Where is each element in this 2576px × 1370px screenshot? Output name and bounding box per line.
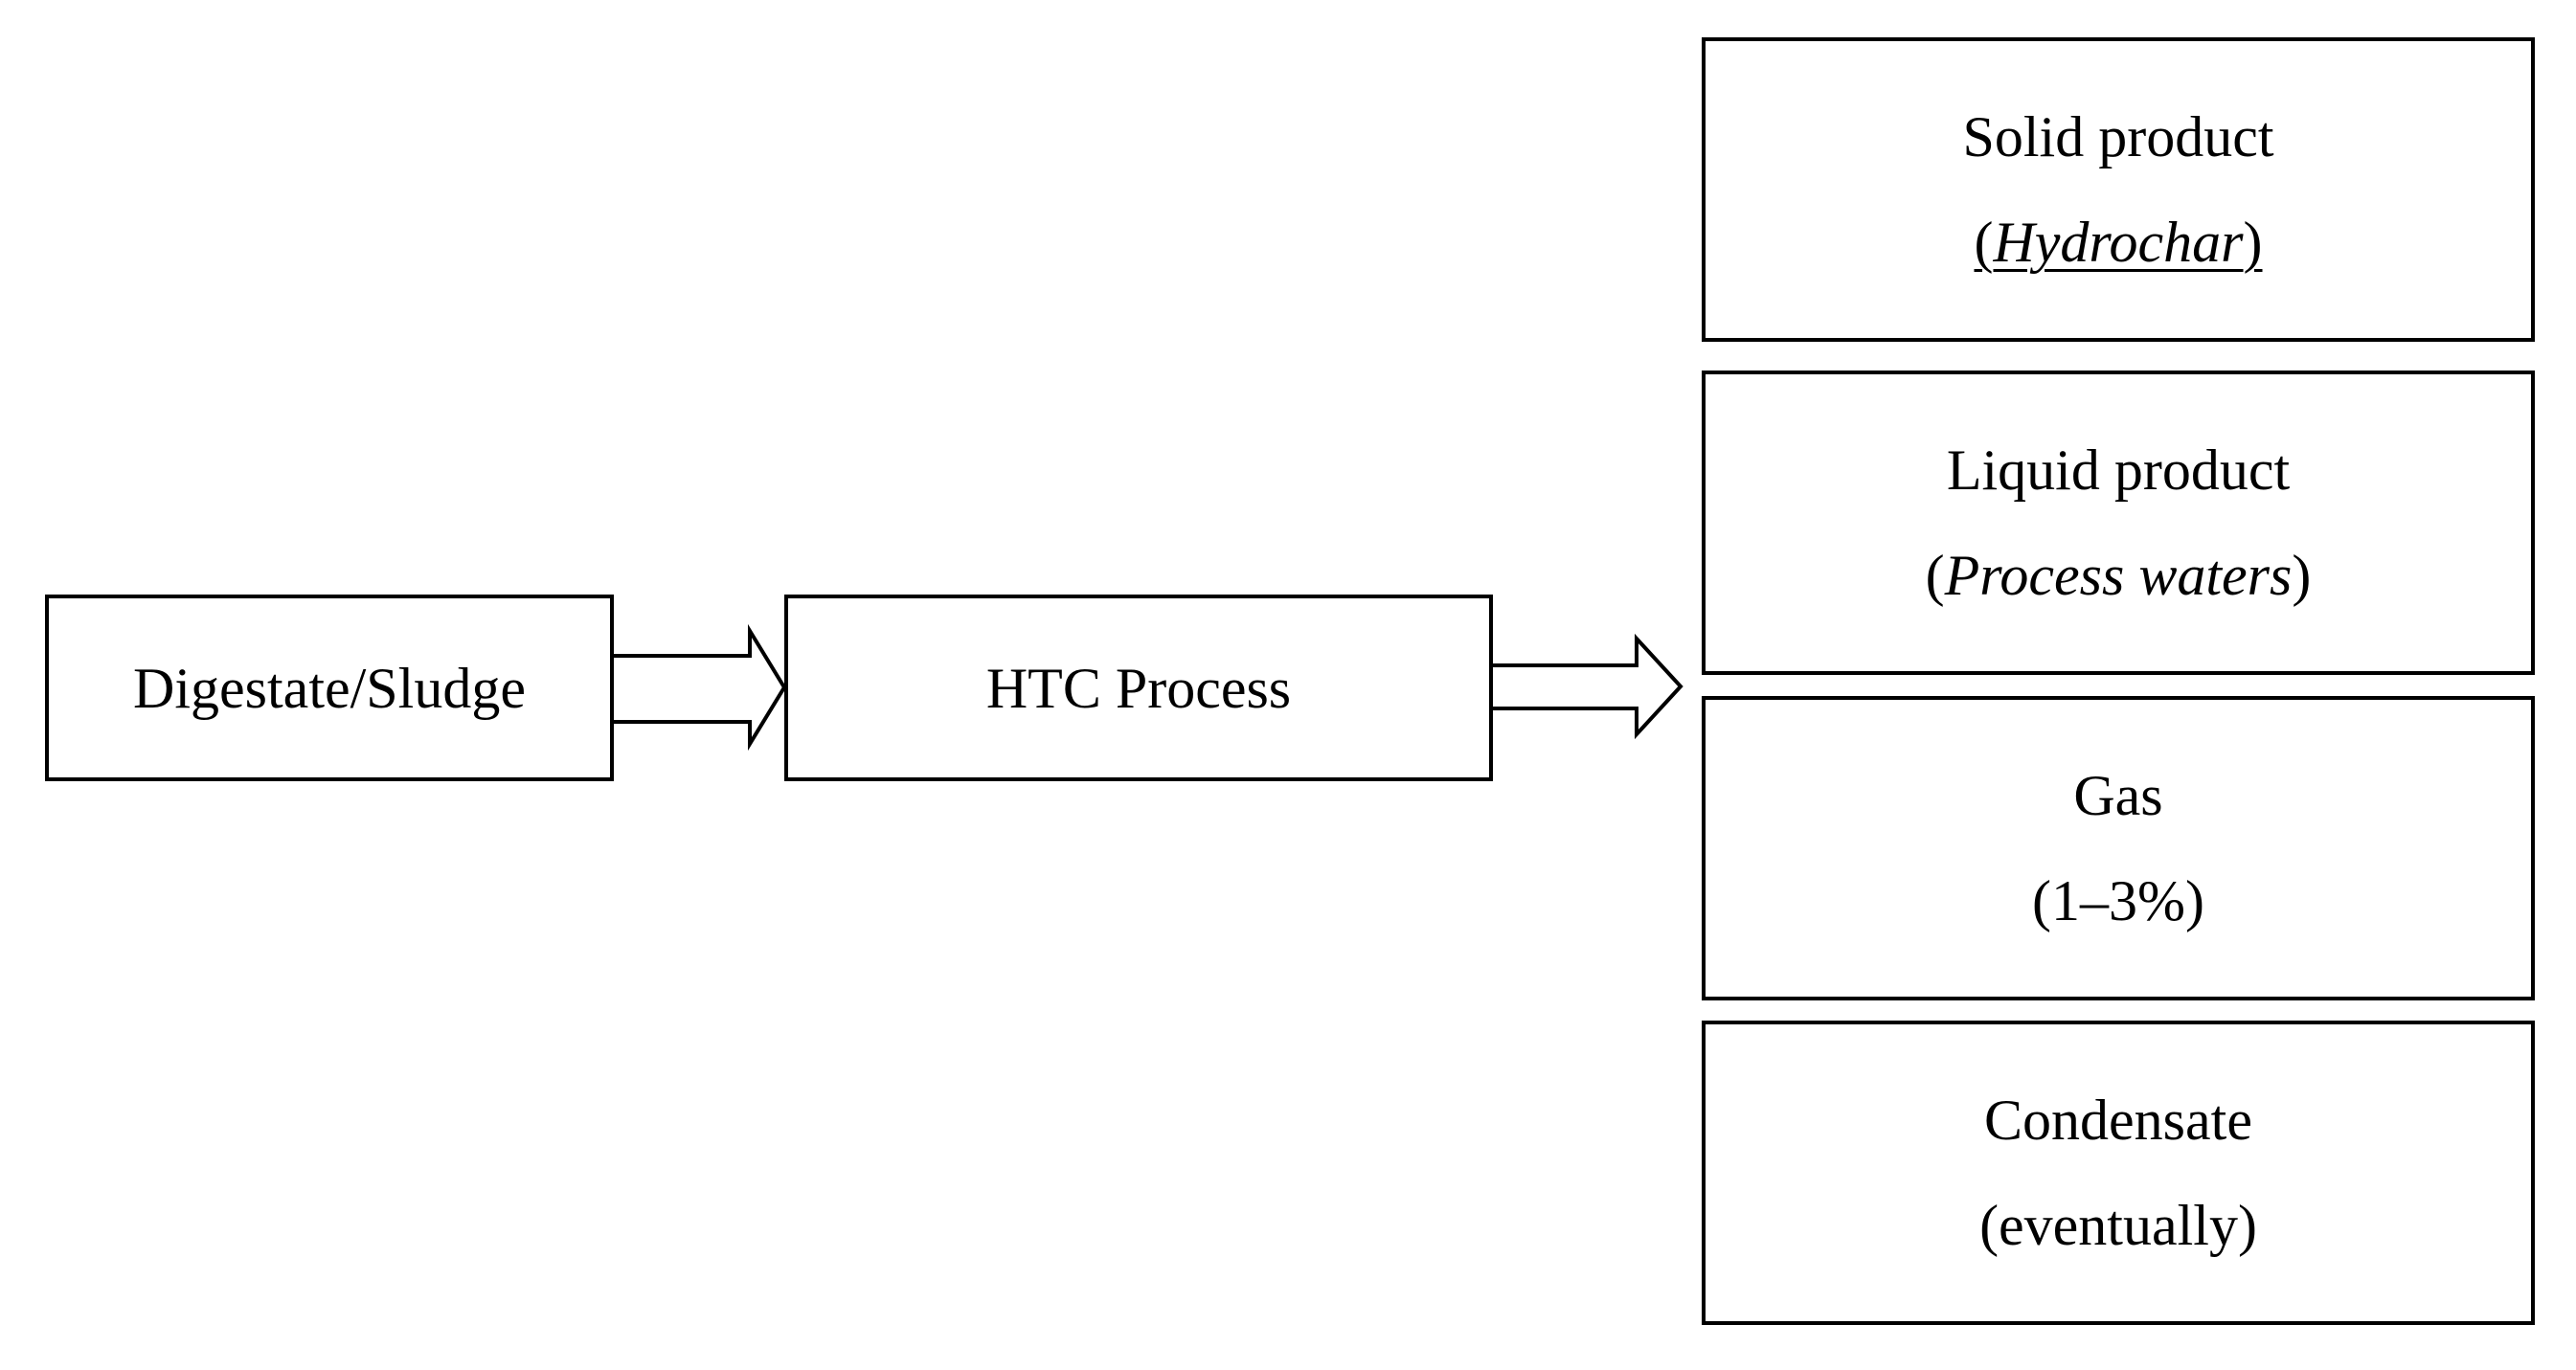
node-liquid-product-detail: (Process waters): [1926, 547, 2312, 604]
node-liquid-product-title: Liquid product: [1946, 438, 2291, 502]
liquid-detail-text: Process waters: [1944, 544, 2293, 607]
node-digestate-sludge-label: Digestate/Sludge: [133, 656, 526, 720]
liquid-close-paren: ): [2292, 544, 2312, 607]
node-digestate-sludge: Digestate/Sludge: [45, 595, 614, 781]
solid-close-paren: ): [2243, 211, 2263, 274]
node-liquid-product: Liquid product (Process waters): [1702, 371, 2535, 675]
node-condensate-detail: (eventually): [1979, 1194, 2257, 1257]
node-condensate-title: Condensate: [1984, 1089, 2252, 1152]
node-solid-product-detail: (Hydrochar): [1974, 213, 2262, 271]
node-solid-product-title: Solid product: [1962, 105, 2274, 168]
node-gas-title: Gas: [2073, 764, 2163, 827]
node-solid-product: Solid product (Hydrochar): [1702, 37, 2535, 342]
node-gas: Gas (1–3%): [1702, 696, 2535, 1000]
arrow-process-to-outputs: [1493, 633, 1683, 740]
liquid-open-paren: (: [1925, 544, 1945, 607]
node-gas-detail: (1–3%): [2032, 869, 2204, 932]
arrow-input-to-process: [614, 623, 787, 752]
solid-open-paren: (: [1974, 211, 1994, 274]
solid-detail-text: Hydrochar: [1993, 211, 2244, 274]
node-htc-process: HTC Process: [784, 595, 1493, 781]
node-condensate: Condensate (eventually): [1702, 1021, 2535, 1325]
node-htc-process-label: HTC Process: [985, 656, 1292, 720]
